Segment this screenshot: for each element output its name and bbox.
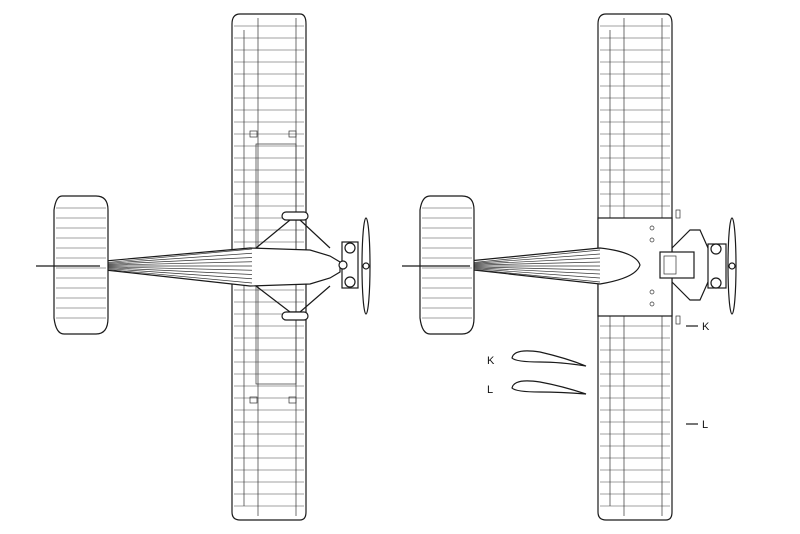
station-k-label: K xyxy=(702,321,710,333)
right-tailplane-ribs xyxy=(422,207,472,319)
airfoil-profiles: K L xyxy=(487,350,587,396)
left-tailplane xyxy=(53,195,109,335)
station-l-label: L xyxy=(702,419,708,431)
right-plan-view: K L xyxy=(402,13,737,521)
right-tailplane xyxy=(419,195,475,335)
profile-k-airfoil xyxy=(511,350,587,367)
profile-k-label: K xyxy=(487,355,495,367)
left-plan-view xyxy=(36,13,371,521)
profile-l-label: L xyxy=(487,384,493,396)
profile-l-airfoil xyxy=(511,380,587,395)
left-tailplane-ribs xyxy=(56,207,106,319)
